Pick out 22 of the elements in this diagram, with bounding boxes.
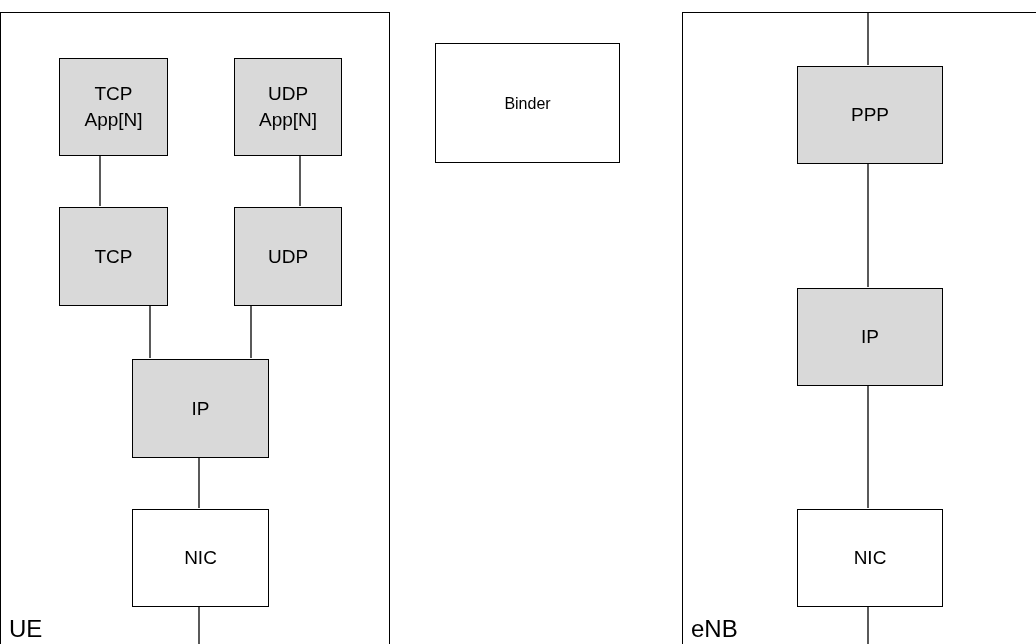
protocol-layer-box: IP bbox=[797, 288, 943, 386]
protocol-layer-box: PPP bbox=[797, 66, 943, 164]
network-node-box bbox=[682, 12, 1036, 644]
protocol-layer-box: TCP bbox=[59, 207, 168, 306]
connector-line bbox=[250, 304, 252, 359]
connector-line bbox=[99, 154, 101, 207]
connector-line bbox=[867, 162, 869, 288]
protocol-layer-box: TCP App[N] bbox=[59, 58, 168, 156]
connector-line bbox=[299, 154, 301, 207]
connector-line bbox=[867, 11, 869, 66]
connector-line bbox=[149, 304, 151, 359]
connector-line bbox=[867, 384, 869, 509]
protocol-layer-box: IP bbox=[132, 359, 269, 458]
binder-box: Binder bbox=[435, 43, 620, 163]
network-node-box bbox=[0, 12, 390, 644]
connector-line bbox=[867, 605, 869, 644]
connector-line bbox=[198, 456, 200, 509]
protocol-layer-box: UDP App[N] bbox=[234, 58, 342, 156]
interface-box: NIC bbox=[797, 509, 943, 607]
connector-line bbox=[198, 605, 200, 644]
interface-box: NIC bbox=[132, 509, 269, 607]
protocol-layer-box: UDP bbox=[234, 207, 342, 306]
